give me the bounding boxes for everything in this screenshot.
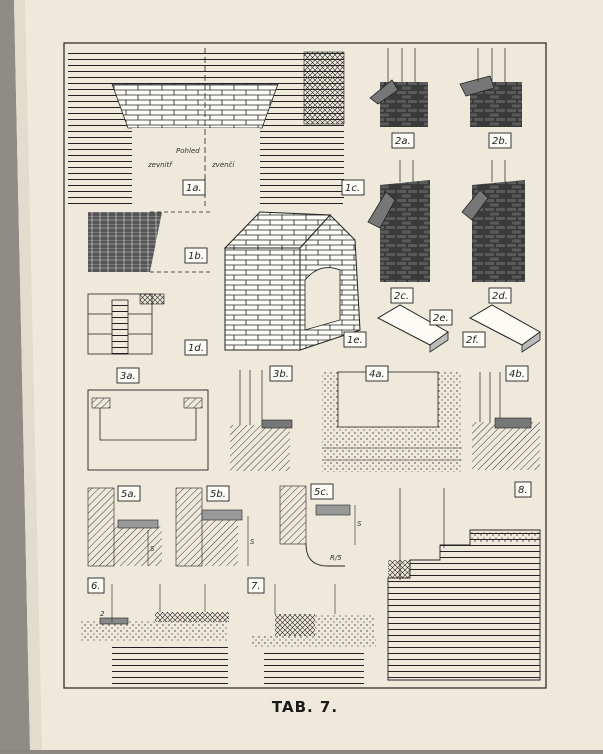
fig-1a-drawing: Pohled zevnitř zvenčí	[68, 48, 343, 206]
fig-1e-drawing	[223, 211, 361, 351]
figure-label-6: 6.	[87, 577, 105, 594]
fig-2f-drawing	[468, 304, 541, 353]
dim-s-5a: S	[150, 545, 155, 553]
figure-label-text: 3a.	[120, 371, 136, 382]
figure-label-text: 2e.	[433, 313, 449, 324]
figure-label-text: 2a.	[395, 136, 411, 147]
fig-2e-drawing	[376, 304, 449, 353]
fig-3a-drawing	[87, 389, 209, 471]
figure-label-text: 1a.	[186, 183, 202, 194]
figure-label-text: 5a.	[121, 489, 137, 500]
fig-1b-drawing	[88, 211, 210, 273]
figure-label-5c: 5c.	[310, 483, 334, 500]
figure-label-text: 1d.	[188, 343, 204, 354]
fig-5c-drawing: S R/5	[279, 485, 362, 567]
paper-curl-shadow	[14, 0, 42, 750]
figure-label-text: 4a.	[369, 369, 385, 380]
fig-1c-drawing	[303, 51, 345, 202]
figure-label-text: 1e.	[347, 335, 363, 346]
dim-r-5c: R/5	[330, 554, 342, 562]
figure-label-1d: 1d.	[184, 339, 208, 356]
dim-s-5b: S	[250, 538, 255, 546]
figure-label-1e: 1e.	[343, 331, 367, 348]
figure-label-text: 2c.	[394, 291, 409, 302]
figure-labels: 1a. 1b. 1c. 1d. 1e. 2a. 2b. 2c. 2d. 2e. 2f. 3a. 3b. 4…	[87, 132, 532, 594]
figure-label-2c: 2c.	[390, 287, 414, 304]
fig-4a-drawing	[322, 371, 462, 472]
figure-label-text: 3b.	[273, 369, 289, 380]
annotation-zvenci: zvenčí	[211, 161, 235, 169]
annotation-pohled: Pohled	[176, 147, 200, 155]
figure-label-5b: 5b.	[206, 485, 230, 502]
figure-label-1c: 1c.	[341, 179, 365, 196]
figure-label-text: 1b.	[188, 251, 204, 262]
dim-2-fig6: 2	[100, 610, 105, 618]
figure-label-text: 6.	[91, 581, 101, 592]
figure-label-2e: 2e.	[429, 309, 453, 326]
annotation-zevnitr: zevnitř	[147, 161, 173, 169]
figure-label-text: 1c.	[345, 183, 360, 194]
figure-label-text: 5b.	[210, 489, 226, 500]
fig-2b-drawing	[459, 48, 522, 127]
figure-label-text: 5c.	[314, 487, 329, 498]
fig-5b-drawing: S	[175, 487, 255, 567]
figure-label-text: 7.	[251, 581, 261, 592]
fig-2c-drawing	[367, 160, 430, 282]
figure-label-text: 8.	[518, 485, 528, 496]
figure-label-7: 7.	[247, 577, 265, 594]
figure-label-text: 2b.	[492, 136, 508, 147]
figure-label-3b: 3b.	[269, 365, 293, 382]
figure-label-8: 8.	[514, 481, 532, 498]
figure-label-text: 2d.	[492, 291, 508, 302]
fig-5a-drawing: S	[87, 487, 162, 567]
figure-label-text: 2f.	[466, 335, 479, 346]
figure-label-text: 4b.	[509, 369, 525, 380]
figure-label-3a: 3a.	[116, 367, 140, 384]
fig-4b-drawing	[472, 372, 540, 470]
fig-3b-drawing	[230, 370, 293, 471]
figure-label-1b: 1b.	[184, 247, 208, 264]
plate-frame	[63, 42, 547, 689]
fig-1d-drawing	[87, 293, 165, 355]
fig-6-drawing: 2	[80, 584, 229, 684]
plate-title: TAB. 7.	[272, 698, 338, 716]
dim-s-5c: S	[357, 520, 362, 528]
fig-2a-drawing	[369, 48, 428, 127]
figure-label-4b: 4b.	[505, 365, 529, 382]
figure-label-1a: 1a.	[182, 179, 206, 196]
figure-label-4a: 4a.	[365, 365, 389, 382]
fig-7-drawing	[252, 584, 376, 684]
figure-label-2d: 2d.	[488, 287, 512, 304]
fig-2d-drawing	[461, 160, 525, 282]
figure-label-2f: 2f.	[462, 331, 486, 348]
figure-label-2a: 2a.	[391, 132, 415, 149]
figure-label-2b: 2b.	[488, 132, 512, 149]
figure-label-5a: 5a.	[117, 485, 141, 502]
fig-8-drawing	[387, 488, 541, 681]
